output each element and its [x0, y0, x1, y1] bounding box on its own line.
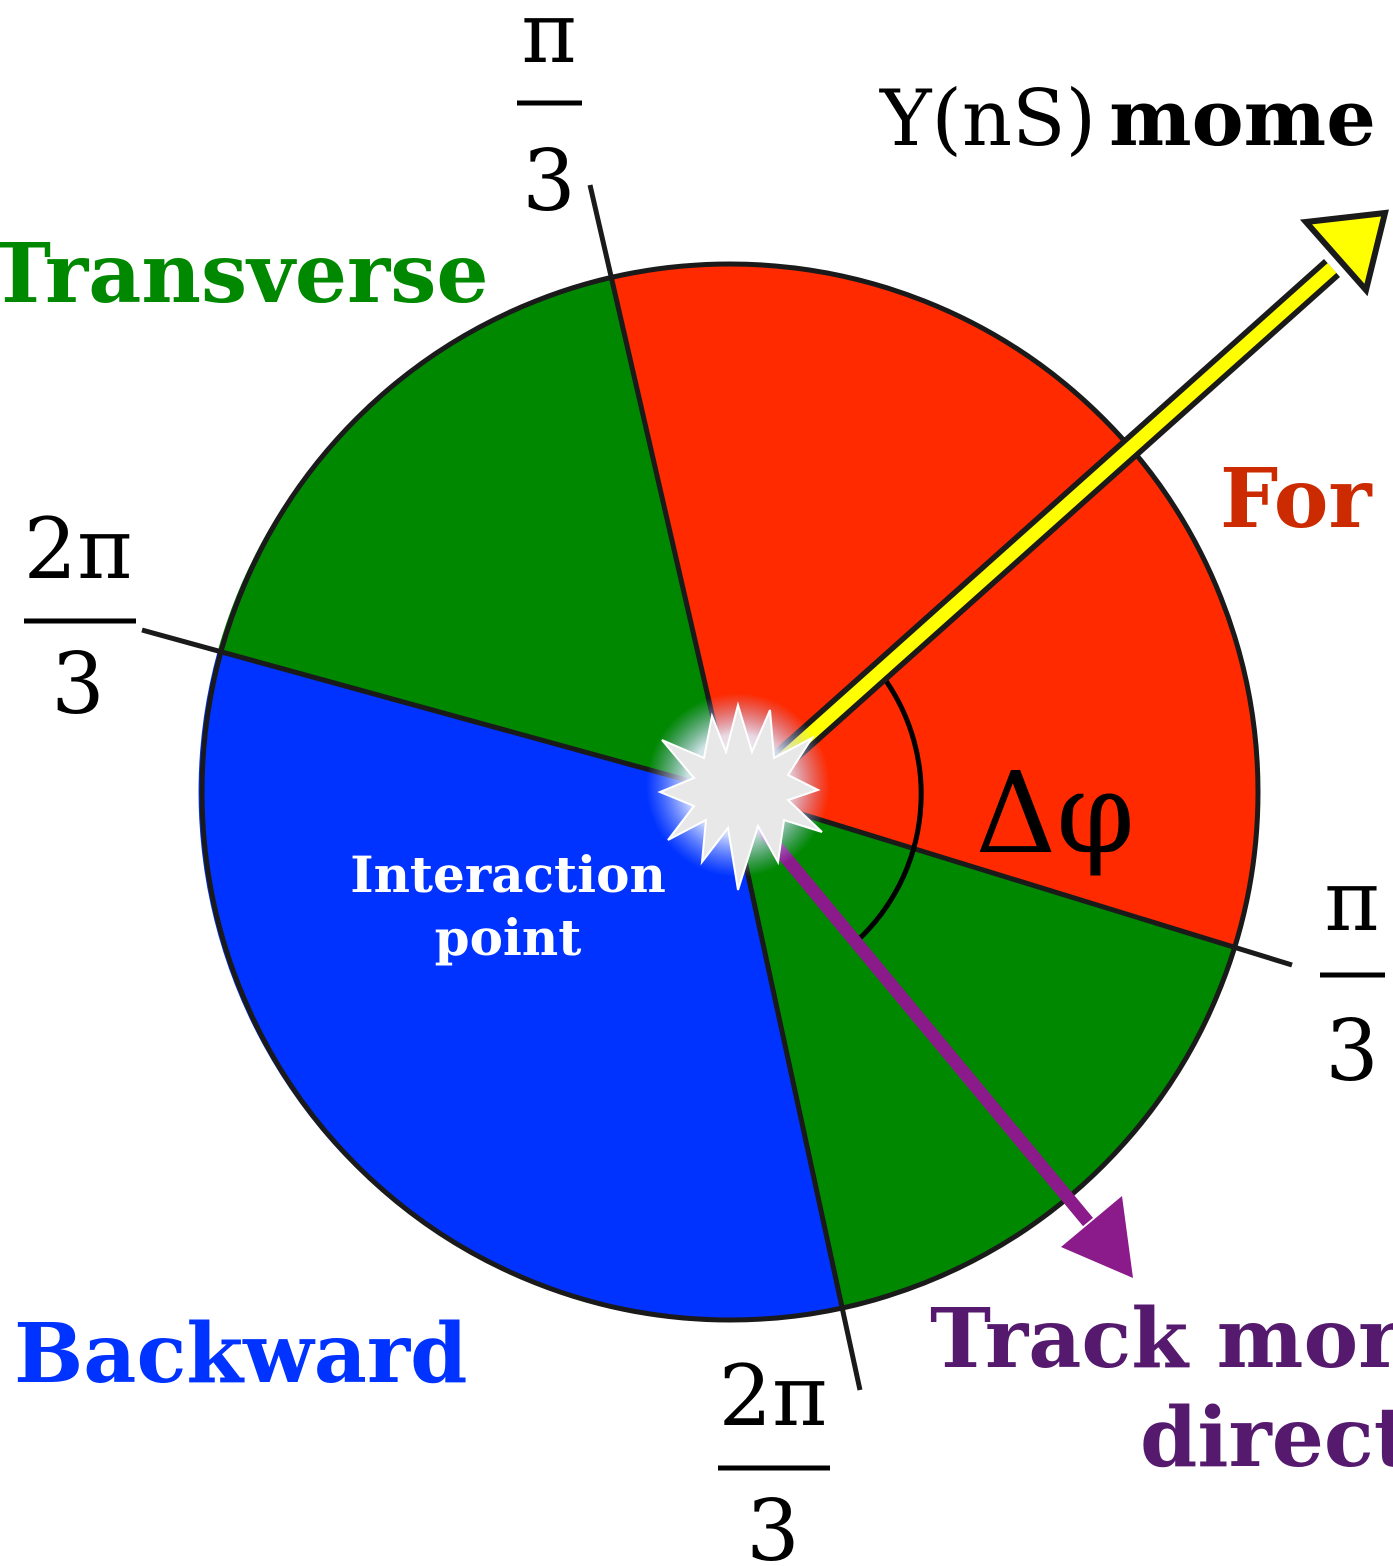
away-region-label: Backward [14, 1306, 467, 1402]
interaction-point-label-line2: point [435, 908, 582, 967]
interaction-point-label-line1: Interaction [350, 845, 666, 904]
region-circle-outline [199, 261, 1261, 1323]
track-momentum-label-line1: Track mor [930, 1291, 1393, 1387]
boundary-line-bottom [727, 791, 863, 1391]
transverse-region-sector-lower [730, 792, 1234, 1307]
track-momentum-label-line2: direct [1140, 1390, 1393, 1486]
boundary-label-right-denominator: 3 [1325, 1002, 1378, 1100]
boundary-line-top [587, 184, 733, 793]
boundary-label-bottom: 2π 3 [718, 1347, 830, 1566]
transverse-region-sector-upper [218, 278, 730, 792]
toward-region-label: For [1220, 451, 1373, 547]
boundary-line-right [729, 789, 1293, 968]
boundary-label-top-numerator: π [521, 0, 576, 82]
boundary-line-left [141, 627, 731, 795]
upsilon-arrowhead [1299, 209, 1389, 297]
boundary-label-left-denominator: 3 [51, 635, 104, 733]
delta-phi-label: Δφ [975, 749, 1134, 879]
transverse-region-label: Transverse [0, 226, 489, 322]
boundary-label-top-denominator: 3 [522, 132, 575, 230]
boundary-label-left: 2π 3 [24, 500, 136, 733]
upsilon-momentum-label: Υ(nS) mome [879, 73, 1376, 164]
track-momentum-arrow-shaft [742, 807, 1094, 1227]
boundary-label-bottom-denominator: 3 [746, 1482, 799, 1566]
upsilon-arrow-shaft [765, 263, 1337, 775]
track-momentum-arrowhead [1061, 1196, 1133, 1278]
boundary-label-top: π 3 [517, 0, 582, 230]
boundary-label-right: π 3 [1320, 852, 1385, 1100]
boundary-label-bottom-numerator: 2π [719, 1347, 828, 1445]
boundary-label-right-numerator: π [1324, 852, 1379, 950]
boundary-label-left-numerator: 2π [24, 500, 133, 598]
upsilon-momentum-label-suffix: mome [1109, 73, 1376, 164]
upsilon-momentum-label-prefix: Υ(nS) [879, 74, 1096, 164]
delta-phi-arc [856, 676, 924, 942]
interaction-point-icon [657, 701, 823, 891]
